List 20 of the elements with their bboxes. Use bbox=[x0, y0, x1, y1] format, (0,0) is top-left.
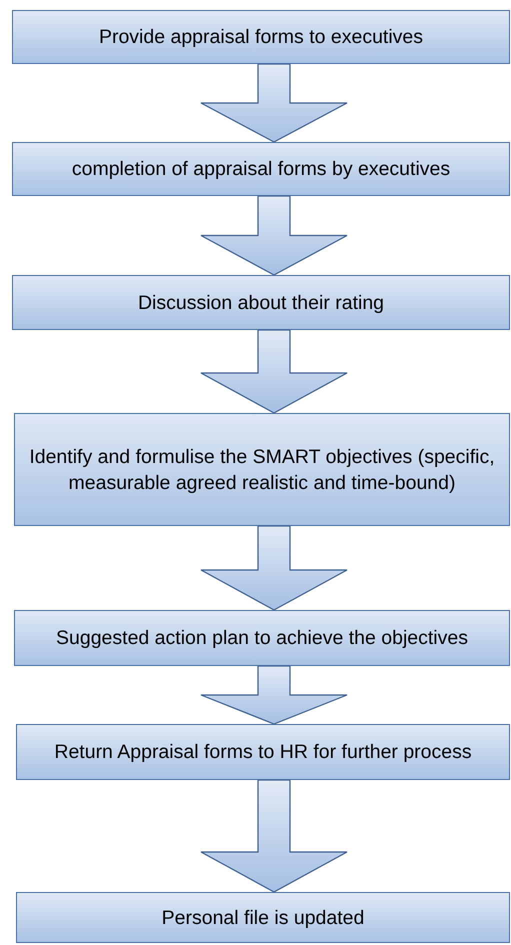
block-arrow bbox=[200, 195, 348, 276]
step-text: Suggested action plan to achieve the objectives bbox=[56, 626, 468, 651]
block-arrow bbox=[200, 63, 348, 143]
step-text: Return Appraisal forms to HR for further process bbox=[54, 740, 472, 765]
block-arrow bbox=[200, 329, 348, 414]
process-box bbox=[12, 142, 510, 196]
process-box bbox=[14, 413, 510, 526]
process-box bbox=[12, 275, 510, 330]
step-text: completion of appraisal forms by executives bbox=[72, 157, 450, 182]
step-text: Discussion about their rating bbox=[138, 290, 384, 316]
step-text: Identify and formulise the SMART objectives (specific, measurable agreed realistic and time-bound) bbox=[28, 444, 496, 496]
process-box bbox=[16, 724, 510, 780]
process-box bbox=[16, 892, 510, 943]
block-arrow bbox=[200, 779, 348, 893]
process-box bbox=[12, 10, 510, 64]
step-text: Personal file is updated bbox=[162, 906, 364, 930]
block-arrow bbox=[200, 665, 348, 725]
block-arrow bbox=[200, 525, 348, 611]
step-text: Provide appraisal forms to executives bbox=[98, 25, 424, 50]
process-box bbox=[14, 610, 510, 666]
